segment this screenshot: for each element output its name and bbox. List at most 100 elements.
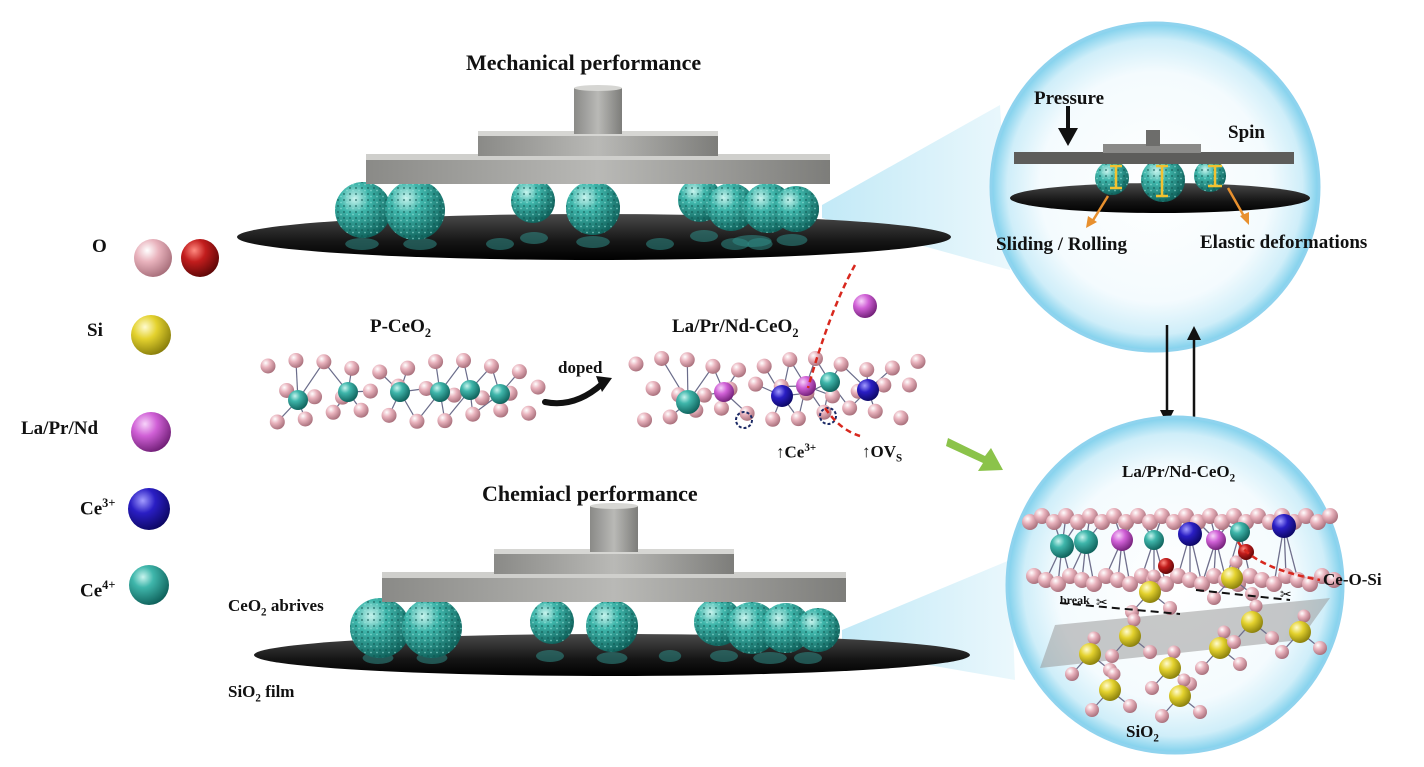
ce4-atom <box>430 382 450 402</box>
silicon-atom <box>1079 643 1101 665</box>
oxygen-atom <box>1177 673 1191 687</box>
silicon-sphere <box>131 315 171 355</box>
oxygen-atom <box>713 400 729 416</box>
oxygen-atom <box>1298 508 1314 524</box>
oxygen-atom <box>859 362 875 378</box>
oxygen-atom <box>867 403 883 419</box>
oxygen-atom <box>530 379 546 395</box>
bubble-pad <box>1014 152 1294 164</box>
oxygen-atom <box>901 377 917 393</box>
break-label: break <box>1060 593 1090 607</box>
oxygen-atom <box>1058 508 1074 524</box>
oxygen-atom <box>884 360 900 376</box>
abrasive-reflection <box>721 238 749 250</box>
oxygen-atom <box>1214 514 1230 530</box>
doped-arrow-label: doped <box>558 358 603 377</box>
oxygen-atom <box>1050 576 1066 592</box>
green-arrow <box>946 438 1003 471</box>
cation-atom <box>1178 522 1202 546</box>
oxygen-atom <box>893 410 909 426</box>
oxygen-atom <box>1250 508 1266 524</box>
abrasive-reflection <box>646 238 674 250</box>
oxygen-atom <box>493 402 509 418</box>
silicon-atom <box>1209 637 1231 659</box>
oxygen-atom <box>428 354 444 370</box>
legend-label-ce4: Ce4+ <box>80 578 116 602</box>
oxygen-atom <box>325 404 341 420</box>
oxygen-atom <box>260 358 276 374</box>
dopant-atom <box>796 376 816 396</box>
oxygen-atom <box>307 389 323 405</box>
bridging-oxygen-atom <box>1158 558 1174 574</box>
oxygen-atom <box>1106 508 1122 524</box>
oxygen-atom <box>1265 631 1279 645</box>
abrasive-reflection <box>596 652 628 664</box>
oxygen-atom <box>1155 709 1169 723</box>
oxygen-atom <box>1163 601 1177 615</box>
cation-atom <box>1144 530 1164 550</box>
oxygen-atom <box>790 411 806 427</box>
carrier-plate <box>382 576 846 602</box>
oxygen-atom <box>1297 609 1311 623</box>
bubble-doped-title: La/Pr/Nd-CeO2 <box>1122 462 1236 485</box>
oxygen-atom <box>400 360 416 376</box>
oxygen-atom <box>362 383 378 399</box>
oxygen-atom <box>1245 587 1259 601</box>
abrasive-reflection <box>486 238 514 250</box>
oxygen-atom <box>1145 681 1159 695</box>
mechanical-platen-group <box>237 85 1010 270</box>
ce3-increase-label: ↑Ce3+ <box>776 442 817 462</box>
oxygen-atom <box>1178 508 1194 524</box>
oxygen-atom <box>1082 508 1098 524</box>
abrasive-reflection <box>690 230 718 242</box>
ce4-atom <box>460 380 480 400</box>
elastic-deformations-label: Elastic deformations <box>1200 232 1368 253</box>
oxygen-sphere-red <box>181 239 219 277</box>
oxygen-atom <box>645 380 661 396</box>
oxygen-atom <box>1207 591 1221 605</box>
abrasive-reflection <box>753 652 787 664</box>
oxygen-atom <box>842 400 858 416</box>
oxygen-atom <box>1233 657 1247 671</box>
legend-label-si: Si <box>87 320 103 341</box>
oxygen-atom <box>1123 699 1137 713</box>
spin-label: Spin <box>1228 122 1265 143</box>
oxygen-atom <box>1105 649 1119 663</box>
oxygen-atom <box>456 353 472 369</box>
oxygen-atom <box>1326 572 1342 588</box>
cation-atom <box>1050 534 1074 558</box>
silicon-atom <box>1159 657 1181 679</box>
abrasive-label: CeO2 abrives <box>228 596 324 619</box>
legend-label-la-pr-nd: La/Pr/Nd <box>21 418 99 439</box>
ce3-atom <box>771 385 793 407</box>
cation-atom <box>1074 530 1098 554</box>
bubble-sio2-label: SiO2 <box>1126 722 1159 745</box>
dopant-atom <box>714 382 734 402</box>
legend-label-ce3: Ce3+ <box>80 496 116 520</box>
silicon-atom <box>1221 567 1243 589</box>
oxygen-atom <box>1130 508 1146 524</box>
oxygen-atom <box>1142 514 1158 530</box>
oxygen-atom <box>705 358 721 374</box>
oxygen-atom <box>1154 508 1170 524</box>
released-dopant-atom <box>853 294 877 318</box>
oxygen-atom <box>1249 599 1263 613</box>
vacancy-markers <box>735 407 837 429</box>
carrier-step <box>494 552 734 574</box>
oxygen-atom <box>910 353 926 369</box>
oxygen-atom <box>372 364 388 380</box>
oxygen-atom <box>1065 667 1079 681</box>
ce4-atom <box>390 382 410 402</box>
oxygen-atom <box>344 360 360 376</box>
carrier-head-top <box>366 85 830 184</box>
abrasive-reflection <box>776 234 808 246</box>
ce-o-si-label: Ce-O-Si <box>1323 570 1382 589</box>
oxygen-atom <box>1022 514 1038 530</box>
sliding-arrow <box>1090 195 1110 223</box>
cation-atom <box>1206 530 1226 550</box>
zoom-bubble-mechanical <box>989 21 1321 353</box>
carrier-plate <box>366 158 830 184</box>
doped-arrow-head <box>596 376 612 392</box>
abrasive-reflection <box>345 238 379 250</box>
carrier-shaft <box>590 506 638 552</box>
